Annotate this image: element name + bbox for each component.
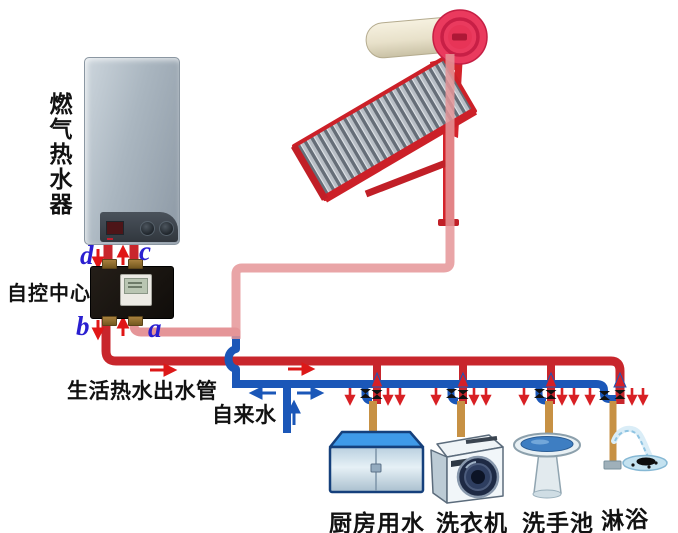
control-center-screen — [124, 278, 148, 294]
port-label-d: d — [80, 240, 94, 270]
cold-downcomer — [224, 336, 240, 384]
hot-outlet-main — [101, 316, 625, 404]
fitting-a — [128, 316, 143, 326]
gas-heater-label: 燃气热水器 — [46, 92, 72, 217]
washing-machine-label: 洗衣机 — [436, 510, 508, 533]
cold-stub-basin — [535, 386, 547, 405]
cold-stub-kitchen — [361, 386, 373, 405]
kitchen-water-label: 厨房用水 — [329, 510, 425, 533]
solar-supply-pipe — [231, 54, 455, 339]
cold-flow-arrows — [248, 386, 325, 425]
cold-stub-washer — [447, 386, 459, 405]
control-center-label: 自控中心 — [7, 283, 91, 305]
port-label-c: c — [139, 236, 151, 266]
branch-down-arrows — [344, 388, 649, 406]
port-flow-arrows — [91, 244, 130, 341]
shower-label: 淋浴 — [600, 505, 650, 533]
washing-machine — [430, 434, 504, 504]
gas-heater-control-panel — [100, 212, 178, 242]
hot-flow-arrows — [150, 362, 316, 377]
fitting-b — [102, 316, 117, 326]
port-label-a: a — [148, 313, 162, 343]
control-center-display — [120, 274, 152, 306]
gas-water-heater — [84, 57, 180, 245]
solar-water-heater — [231, 9, 488, 339]
fitting-d — [102, 259, 117, 269]
tap-water-label: 自来水 — [212, 404, 277, 427]
hot-water-outlet-label: 生活热水出水管 — [67, 380, 218, 403]
shower-fixture — [603, 425, 668, 472]
cold-water-pipes — [224, 336, 616, 433]
wash-basin — [513, 432, 581, 499]
gas-heater-knob-right[interactable] — [159, 221, 174, 236]
crossing-up-arrowheads — [370, 371, 627, 388]
shutoff-valves — [360, 389, 626, 400]
storage-tank — [365, 9, 488, 65]
gas-heater-knob-left[interactable] — [140, 221, 155, 236]
kitchen-sink — [328, 430, 425, 494]
gas-heater-display — [106, 221, 124, 235]
gas-heater-indicator — [107, 238, 113, 240]
control-center-unit — [90, 259, 174, 326]
port-label-b: b — [76, 311, 90, 341]
fitting-c — [128, 259, 143, 269]
wash-basin-label: 洗手池 — [522, 510, 594, 533]
